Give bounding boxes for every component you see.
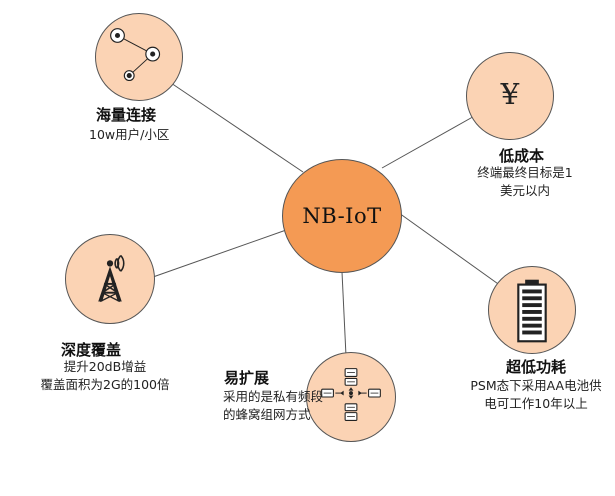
expansion-node — [306, 352, 396, 442]
power-node — [488, 266, 576, 354]
coverage-title: 深度覆盖 — [61, 341, 122, 359]
connector-connection — [170, 82, 304, 173]
yen-icon: ¥ — [500, 77, 520, 111]
center-node: NB-IoT — [282, 159, 402, 273]
cost-node: ¥ — [466, 52, 554, 140]
cost-desc-line-2: 美元以内 — [499, 183, 550, 198]
coverage-desc-line-2: 覆盖面积为2G的100倍 — [40, 377, 170, 392]
cost-desc-line-1: 终端最终目标是1 — [477, 165, 573, 180]
network-nodes-icon — [110, 28, 161, 82]
coverage-desc: 提升20dB增益 覆盖面积为2G的100倍 — [40, 358, 170, 394]
expansion-desc: 采用的是私有频段 的蜂窝组网方式 — [223, 388, 323, 424]
coverage-desc-line-1: 提升20dB增益 — [63, 359, 147, 374]
power-desc-line-2: 电可工作10年以上 — [484, 396, 588, 411]
expansion-desc-line-1: 采用的是私有频段 — [223, 389, 324, 404]
connection-desc-line-1: 10w用户/小区 — [89, 127, 170, 142]
cost-desc: 终端最终目标是1 美元以内 — [470, 164, 580, 200]
power-desc-line-1: PSM态下采用AA电池供 — [470, 378, 602, 393]
connector-power — [391, 207, 509, 292]
power-desc: PSM态下采用AA电池供 电可工作10年以上 — [466, 377, 606, 413]
battery-icon — [517, 279, 547, 343]
cost-title: 低成本 — [499, 147, 545, 165]
power-title: 超低功耗 — [506, 358, 567, 376]
cellular-network-icon — [321, 368, 381, 422]
yen-icon-shape: ¥ — [500, 77, 520, 111]
coverage-node — [65, 234, 155, 324]
connection-node — [95, 13, 183, 101]
expansion-desc-line-2: 的蜂窝组网方式 — [223, 407, 311, 422]
signal-tower-icon — [98, 255, 125, 303]
connector-expansion — [341, 271, 347, 357]
expansion-title: 易扩展 — [224, 369, 270, 387]
center-label: NB-IoT — [302, 204, 382, 228]
connection-title: 海量连接 — [96, 106, 157, 124]
connector-coverage — [152, 228, 290, 278]
connector-cost — [381, 113, 479, 169]
